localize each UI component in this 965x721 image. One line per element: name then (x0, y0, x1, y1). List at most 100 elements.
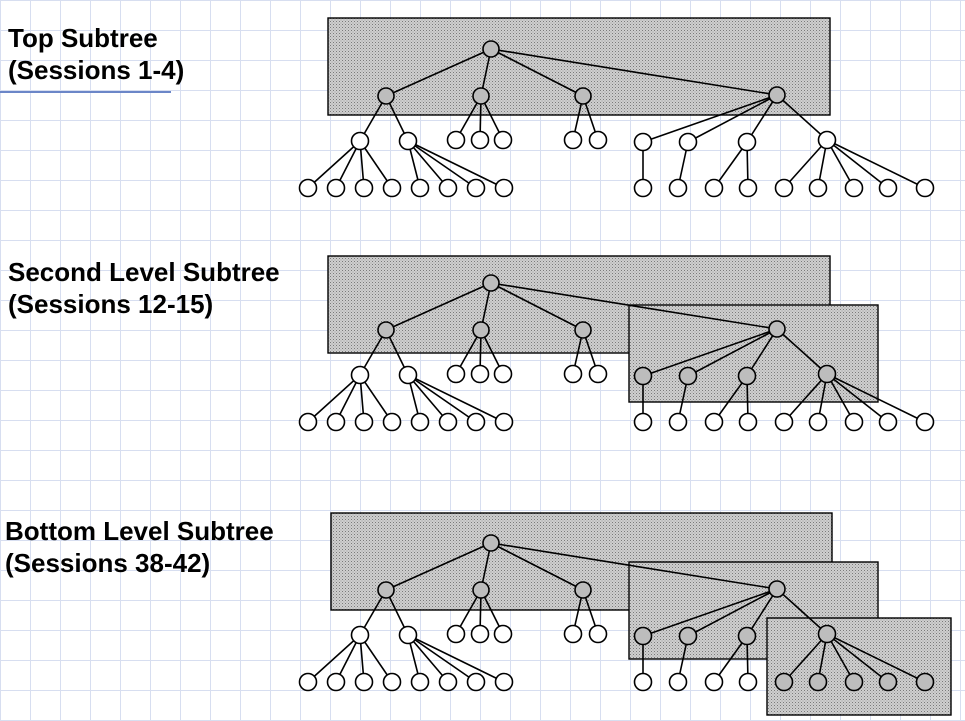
tree-node (678, 366, 698, 386)
tree-node (768, 580, 786, 598)
leaf-node (298, 672, 318, 692)
tree-edge (776, 588, 828, 635)
tree-edge (385, 48, 492, 97)
tree-node (574, 87, 592, 105)
tree-edge (713, 141, 748, 189)
tree-edge (407, 140, 449, 189)
root-node (482, 40, 500, 58)
leaf-node (878, 672, 898, 692)
tree-edge (642, 328, 778, 377)
tree-node (472, 321, 490, 339)
leaf-node (354, 178, 374, 198)
leaf-node (915, 178, 935, 198)
tree-node (446, 364, 466, 384)
tree-node (350, 365, 370, 385)
leaf-node (878, 412, 898, 432)
tree-node (633, 366, 653, 386)
leaf-node (298, 412, 318, 432)
top-subtree-sessions: (Sessions 1-4) (8, 55, 185, 85)
tree-node (588, 130, 608, 150)
tree-edge (385, 282, 492, 331)
top-subtree-group (298, 17, 935, 198)
tree-node (817, 624, 837, 644)
leaf-node (738, 178, 758, 198)
tree-node (472, 581, 490, 599)
second-level-subtree-sessions: (Sessions 12-15) (8, 289, 214, 319)
leaf-node (774, 672, 794, 692)
leaf-node (633, 412, 653, 432)
tree-node (493, 624, 513, 644)
tree-node (574, 581, 592, 599)
bottom-subtree-group (298, 512, 952, 716)
tree-edge (783, 139, 828, 189)
leaf-node (704, 178, 724, 198)
tree-node (817, 130, 837, 150)
top-subtree-caption: Top Subtree (Sessions 1-4) (8, 22, 184, 86)
leaf-node (738, 672, 758, 692)
second-level-subtree-box (628, 304, 879, 403)
leaf-node (382, 672, 402, 692)
tree-edge (826, 633, 926, 683)
tree-node (737, 132, 757, 152)
leaf-node (354, 412, 374, 432)
tree-node (377, 321, 395, 339)
leaf-node (808, 672, 828, 692)
leaf-node (326, 412, 346, 432)
tree-edge (407, 140, 505, 189)
second-level-subtree-caption: Second Level Subtree (Sessions 12-15) (8, 256, 280, 320)
leaf-node (704, 672, 724, 692)
tree-edge (407, 634, 477, 683)
second-subtree-group (298, 255, 935, 432)
leaf-node (466, 412, 486, 432)
leaf-node (438, 412, 458, 432)
leaf-node (298, 178, 318, 198)
tree-node (472, 87, 490, 105)
tree-edge (307, 140, 361, 189)
tree-edge (642, 94, 778, 143)
tree-edge (490, 48, 584, 97)
leaf-node (438, 672, 458, 692)
tree-edge (359, 374, 393, 423)
leaf-node (844, 412, 864, 432)
leaf-node (915, 412, 935, 432)
tree-edge (713, 635, 748, 683)
tree-node (588, 624, 608, 644)
tree-node (350, 131, 370, 151)
tree-edge (407, 634, 449, 683)
bottom-level-subtree-caption: Bottom Level Subtree (Sessions 38-42) (5, 515, 274, 579)
tree-node (377, 87, 395, 105)
tree-node (398, 365, 418, 385)
leaf-node (494, 672, 514, 692)
tree-edge (783, 373, 828, 423)
tree-edge (713, 375, 748, 423)
tree-node (377, 581, 395, 599)
leaf-node (466, 672, 486, 692)
leaf-node (326, 672, 346, 692)
tree-node (588, 364, 608, 384)
leaf-node (808, 178, 828, 198)
tree-node (817, 364, 837, 384)
leaf-node (633, 178, 653, 198)
tree-node (678, 626, 698, 646)
tree-node (470, 624, 490, 644)
leaf-node (704, 412, 724, 432)
tree-edge (359, 140, 393, 189)
title-underline (0, 91, 171, 93)
tree-edge (687, 588, 778, 637)
tree-edge (307, 374, 361, 423)
leaf-node (668, 672, 688, 692)
tree-node (470, 130, 490, 150)
tree-edge (826, 373, 926, 423)
tree-node (633, 132, 653, 152)
tree-edge (687, 94, 778, 143)
tree-edge (407, 374, 449, 423)
tree-node (563, 364, 583, 384)
tree-node (574, 321, 592, 339)
tree-node (768, 320, 786, 338)
root-node (482, 274, 500, 292)
tree-node (563, 624, 583, 644)
tree-edge (826, 633, 889, 683)
bottom-level-subtree-sessions: (Sessions 38-42) (5, 548, 211, 578)
leaf-node (668, 178, 688, 198)
